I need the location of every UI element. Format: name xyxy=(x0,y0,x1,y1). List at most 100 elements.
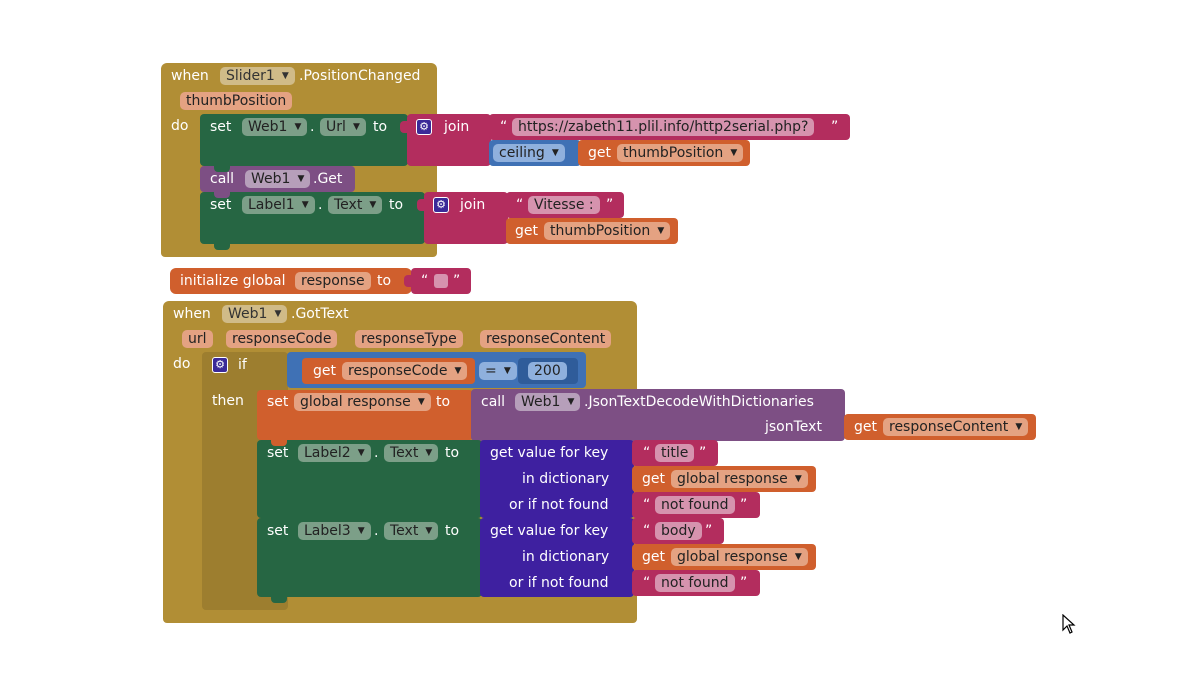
event-name: .PositionChanged xyxy=(299,68,421,84)
method-name: .JsonTextDecodeWithDictionaries xyxy=(584,394,814,410)
text-field-title[interactable]: title xyxy=(655,444,695,462)
property-dropdown-text[interactable]: Text▼ xyxy=(328,196,383,214)
dot-separator: . xyxy=(374,445,379,461)
to-keyword: to xyxy=(445,445,460,461)
variable-dropdown-responsecontent[interactable]: responseContent▼ xyxy=(883,418,1029,436)
close-quote-icon: ” xyxy=(453,273,461,289)
if-keyword: if xyxy=(238,357,247,373)
dropdown-label: global response xyxy=(677,471,788,487)
open-quote-icon: “ xyxy=(421,273,429,289)
empty-text-field[interactable] xyxy=(434,274,448,288)
to-keyword: to xyxy=(377,273,392,289)
dot-separator: . xyxy=(374,523,379,539)
statement-notch xyxy=(214,192,230,198)
join-keyword: join xyxy=(460,197,486,213)
open-quote-icon: “ xyxy=(643,523,651,539)
call-keyword: call xyxy=(210,171,235,187)
component-dropdown-web1[interactable]: Web1▼ xyxy=(222,305,288,323)
statement-notch xyxy=(271,518,287,524)
close-quote-icon: ” xyxy=(740,575,748,591)
text-field-not-found[interactable]: not found xyxy=(655,496,735,514)
chevron-down-icon: ▼ xyxy=(503,366,511,376)
dictionary-lookup-block-title[interactable] xyxy=(480,440,634,518)
variable-dropdown-global-response[interactable]: global response▼ xyxy=(294,393,431,411)
event-parameter-thumbposition[interactable]: thumbPosition xyxy=(180,92,293,110)
dropdown-label: Web1 xyxy=(248,119,288,135)
component-dropdown-web1[interactable]: Web1▼ xyxy=(515,393,581,411)
set-keyword: set xyxy=(210,119,232,135)
property-dropdown-url[interactable]: Url▼ xyxy=(320,118,366,136)
variable-dropdown-thumbposition[interactable]: thumbPosition▼ xyxy=(544,222,671,240)
gear-icon[interactable]: ⚙ xyxy=(433,197,449,213)
initialize-global-block[interactable] xyxy=(170,268,412,294)
component-dropdown-slider1[interactable]: Slider1▼ xyxy=(220,67,295,85)
variable-dropdown-responsecode[interactable]: responseCode▼ xyxy=(342,362,468,380)
dropdown-label: Slider1 xyxy=(226,68,275,84)
text-field-url[interactable]: https://zabeth11.plil.info/http2serial.p… xyxy=(512,118,815,136)
when-keyword: when xyxy=(171,68,209,84)
gear-icon[interactable]: ⚙ xyxy=(212,357,228,373)
chevron-down-icon: ▼ xyxy=(567,397,575,407)
text-field-vitesse[interactable]: Vitesse : xyxy=(528,196,600,214)
chevron-down-icon: ▼ xyxy=(369,200,377,210)
chevron-down-icon: ▼ xyxy=(551,148,559,158)
chevron-down-icon: ▼ xyxy=(425,448,433,458)
open-quote-icon: “ xyxy=(643,575,651,591)
component-dropdown-web1[interactable]: Web1 ▼ xyxy=(242,118,308,136)
math-function-dropdown-ceiling[interactable]: ceiling▼ xyxy=(493,144,565,162)
chevron-down-icon: ▼ xyxy=(794,552,802,562)
property-dropdown-text[interactable]: Text ▼ xyxy=(384,444,439,462)
dropdown-label: responseContent xyxy=(889,419,1009,435)
set-keyword: set xyxy=(267,523,289,539)
dictionary-lookup-block-body[interactable] xyxy=(480,518,634,597)
dropdown-label: = xyxy=(485,363,497,379)
open-quote-icon: “ xyxy=(500,119,508,135)
event-parameter-responsecontent[interactable]: responseContent xyxy=(480,330,612,348)
chevron-down-icon: ▼ xyxy=(657,226,665,236)
get-keyword: get xyxy=(588,145,611,161)
chevron-down-icon: ▼ xyxy=(454,366,462,376)
dropdown-label: global response xyxy=(677,549,788,565)
dropdown-label: Label3 xyxy=(304,523,351,539)
global-variable-name-field[interactable]: response xyxy=(295,272,371,290)
event-name: .GotText xyxy=(291,306,349,322)
chevron-down-icon: ▼ xyxy=(425,526,433,536)
text-field-body[interactable]: body xyxy=(655,522,702,540)
or-if-not-found-label: or if not found xyxy=(509,575,609,591)
event-parameter-responsecode[interactable]: responseCode xyxy=(226,330,338,348)
event-parameter-url[interactable]: url xyxy=(182,330,213,348)
component-dropdown-web1[interactable]: Web1▼ xyxy=(245,170,311,188)
close-quote-icon: ” xyxy=(606,197,614,213)
chevron-down-icon: ▼ xyxy=(417,397,425,407)
close-quote-icon: ” xyxy=(740,497,748,513)
gear-icon[interactable]: ⚙ xyxy=(416,119,432,135)
chevron-down-icon: ▼ xyxy=(357,526,365,536)
to-keyword: to xyxy=(373,119,388,135)
compare-operator-dropdown[interactable]: =▼ xyxy=(479,362,517,380)
dropdown-label: Text xyxy=(390,523,419,539)
component-dropdown-label3[interactable]: Label3 ▼ xyxy=(298,522,371,540)
to-keyword: to xyxy=(445,523,460,539)
event-parameter-responsetype[interactable]: responseType xyxy=(355,330,463,348)
statement-notch-bottom xyxy=(214,244,230,250)
component-dropdown-label2[interactable]: Label2▼ xyxy=(298,444,371,462)
get-keyword: get xyxy=(313,363,336,379)
or-if-not-found-label: or if not found xyxy=(509,497,609,513)
dropdown-label: Text xyxy=(390,445,419,461)
chevron-down-icon: ▼ xyxy=(301,200,309,210)
open-quote-icon: “ xyxy=(643,497,651,513)
set-keyword: set xyxy=(267,394,289,410)
property-dropdown-text[interactable]: Text ▼ xyxy=(384,522,439,540)
variable-dropdown-thumbposition[interactable]: thumbPosition▼ xyxy=(617,144,744,162)
variable-dropdown-global-response[interactable]: global response▼ xyxy=(671,470,808,488)
component-dropdown-label1[interactable]: Label1▼ xyxy=(242,196,315,214)
text-field-not-found[interactable]: not found xyxy=(655,574,735,592)
join-output-tab xyxy=(400,121,407,133)
get-keyword: get xyxy=(642,471,665,487)
in-dictionary-label: in dictionary xyxy=(522,549,610,565)
dropdown-label: Web1 xyxy=(228,306,268,322)
number-field-200[interactable]: 200 xyxy=(528,362,567,380)
variable-dropdown-global-response[interactable]: global response ▼ xyxy=(671,548,808,566)
chevron-down-icon: ▼ xyxy=(294,122,302,132)
argument-label-jsontext: jsonText xyxy=(765,419,822,435)
